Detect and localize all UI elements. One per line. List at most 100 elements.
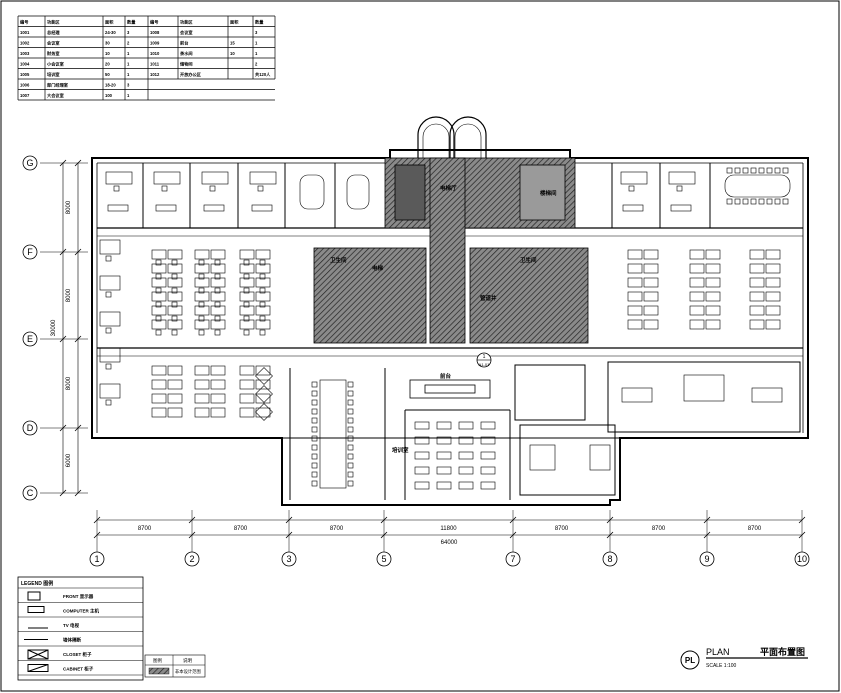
dim-tick xyxy=(74,248,82,256)
chair xyxy=(742,198,749,205)
table-cell: 功能区 xyxy=(47,19,60,26)
table-cell: 100 xyxy=(105,93,113,98)
label-lift-lobby: 电梯厅 xyxy=(440,184,457,192)
lounge-seat xyxy=(255,385,273,403)
dim-tick xyxy=(606,516,614,524)
chair xyxy=(766,167,773,174)
dim-tick xyxy=(798,516,806,524)
desk xyxy=(627,319,643,330)
desk xyxy=(167,249,183,260)
total-height-dim: 30000 xyxy=(51,319,57,336)
furniture-layer xyxy=(99,167,791,490)
desk xyxy=(627,305,643,316)
chair xyxy=(198,329,205,336)
chair xyxy=(628,185,635,192)
desk xyxy=(210,277,226,288)
table-cell: 1 xyxy=(255,41,258,46)
table-cell: 数量 xyxy=(127,19,136,26)
desk xyxy=(436,451,452,460)
desk xyxy=(239,319,255,330)
desk xyxy=(749,277,765,288)
desk xyxy=(194,263,210,274)
chair xyxy=(311,453,318,460)
chair xyxy=(155,329,162,336)
table-cell: 24-30 xyxy=(105,30,116,35)
chair xyxy=(311,399,318,406)
chair xyxy=(259,287,266,294)
chair xyxy=(750,198,757,205)
table-cell: 1003 xyxy=(20,51,30,56)
conference-table xyxy=(346,174,370,210)
table-cell: 数量 xyxy=(255,19,264,26)
chair xyxy=(171,273,178,280)
table-cell: 会议室 xyxy=(180,29,193,36)
dim-tick xyxy=(509,531,517,539)
grid-col-label: 2 xyxy=(189,554,194,564)
desk xyxy=(167,291,183,302)
table-cell: 前台 xyxy=(180,40,188,47)
desk xyxy=(99,275,121,291)
title-code: PL xyxy=(685,656,695,665)
desk xyxy=(239,249,255,260)
chair xyxy=(347,381,354,388)
table-cell: 1008 xyxy=(150,30,160,35)
desk xyxy=(480,481,496,490)
label-toilet-left: 卫生间 xyxy=(330,256,347,264)
chair xyxy=(198,287,205,294)
col-dim: 8700 xyxy=(652,526,666,532)
grid-bubble xyxy=(22,420,38,436)
desk xyxy=(705,305,721,316)
grid-col-label: 9 xyxy=(704,554,709,564)
grid-row-label: F xyxy=(27,247,33,257)
chair xyxy=(214,301,221,308)
desk xyxy=(167,407,183,418)
chair xyxy=(198,259,205,266)
table-cell: 30 xyxy=(105,41,110,46)
desk xyxy=(107,204,129,212)
desk xyxy=(627,291,643,302)
legend-label: CLOSET 柜子 xyxy=(63,651,92,658)
chair xyxy=(243,287,250,294)
desk xyxy=(414,466,430,475)
chair xyxy=(243,273,250,280)
title-scale: SCALE 1:100 xyxy=(706,663,737,669)
title-text: 平面布置图 xyxy=(760,646,805,657)
desk xyxy=(239,393,255,404)
chair xyxy=(347,471,354,478)
chair xyxy=(214,259,221,266)
table-cell: 1002 xyxy=(20,41,30,46)
label-toilet-right: 卫生间 xyxy=(520,256,537,264)
chair xyxy=(155,315,162,322)
desk xyxy=(749,291,765,302)
dim-tick xyxy=(606,531,614,539)
desk xyxy=(643,305,659,316)
chair xyxy=(155,301,162,308)
desk xyxy=(765,319,781,330)
chair xyxy=(171,287,178,294)
chair xyxy=(105,399,112,406)
chair xyxy=(259,315,266,322)
table-cell: 共120人 xyxy=(255,71,271,78)
col-dim: 8700 xyxy=(748,526,762,532)
desk xyxy=(210,263,226,274)
chair xyxy=(155,273,162,280)
desk xyxy=(210,407,226,418)
desk xyxy=(105,171,133,185)
grid-col-label: 5 xyxy=(381,554,386,564)
chair xyxy=(243,301,250,308)
chair xyxy=(171,259,178,266)
dim-tick xyxy=(59,248,67,256)
label-stair: 楼梯间 xyxy=(540,189,557,197)
section-num: 1 xyxy=(483,354,486,360)
chair xyxy=(347,444,354,451)
chair xyxy=(243,329,250,336)
desk xyxy=(99,347,121,363)
table-cell: 1010 xyxy=(150,51,160,56)
chair xyxy=(105,327,112,334)
table-cell: 开放办公区 xyxy=(180,71,202,78)
desk xyxy=(239,277,255,288)
chair xyxy=(347,390,354,397)
desk xyxy=(643,249,659,260)
table-cell: 1 xyxy=(255,51,258,56)
desk xyxy=(705,319,721,330)
